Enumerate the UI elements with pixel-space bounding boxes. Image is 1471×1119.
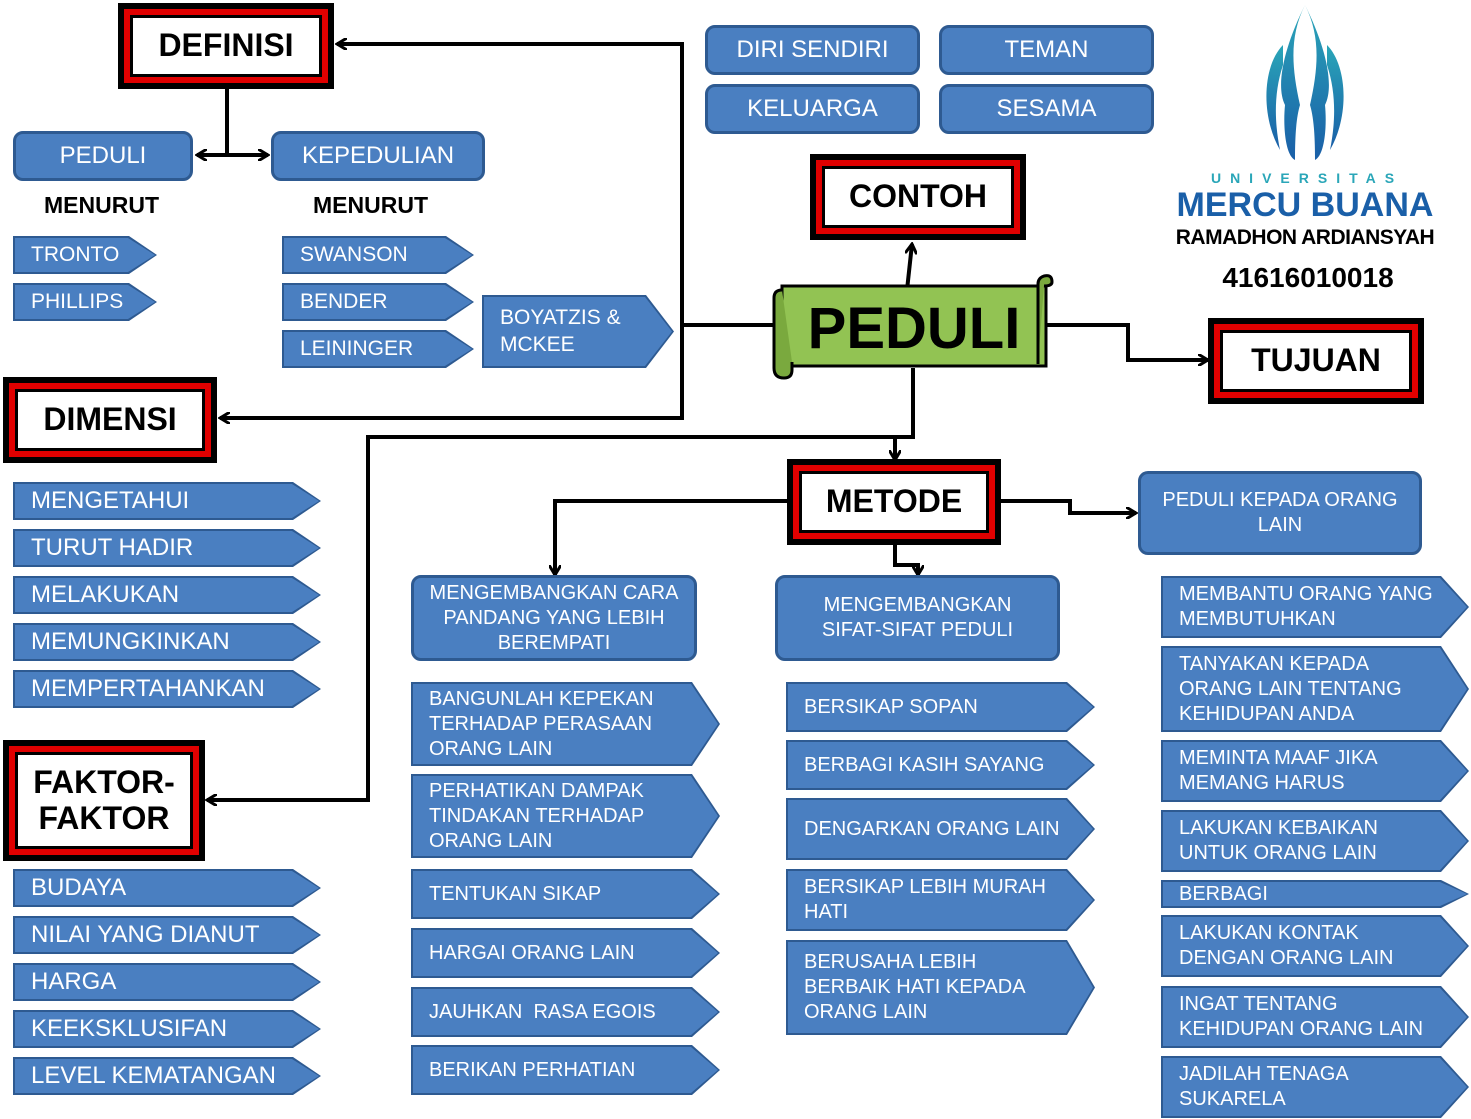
metode-col1-item: HARGAI ORANG LAIN	[411, 928, 720, 978]
metode-col2-item: BERBAGI KASIH SAYANG	[786, 740, 1095, 790]
metode-col3-item: JADILAH TENAGA SUKARELA	[1161, 1056, 1469, 1118]
faktor-item: LEVEL KEMATANGAN	[13, 1057, 321, 1095]
dimensi-item: MEMPERTAHANKAN	[13, 670, 321, 708]
contoh-title: CONTOH	[822, 166, 1014, 228]
dimensi-item: MENGETAHUI	[13, 482, 321, 520]
mercu-buana-logo-icon	[1255, 5, 1355, 165]
dimensi-item: TURUT HADIR	[13, 529, 321, 567]
metode-col3-item: LAKUKAN KONTAK DENGAN ORANG LAIN	[1161, 915, 1469, 977]
metode-col1-item: JAUHKAN RASA EGOIS	[411, 987, 720, 1037]
author-swanson: SWANSON	[282, 236, 474, 274]
menurut-label-left: MENURUT	[44, 192, 159, 219]
peduli-box: PEDULI	[13, 131, 193, 181]
author-nim: 41616010018	[1160, 262, 1456, 294]
dimensi-item: MEMUNGKINKAN	[13, 623, 321, 661]
metode-col2-header: MENGEMBANGKAN SIFAT-SIFAT PEDULI	[775, 575, 1060, 661]
metode-col3-item: INGAT TENTANG KEHIDUPAN ORANG LAIN	[1161, 986, 1469, 1048]
dimensi-item: MELAKUKAN	[13, 576, 321, 614]
metode-col3-item: BERBAGI	[1161, 880, 1469, 908]
logo-universitas: UNIVERSITAS	[1176, 170, 1438, 186]
faktor-item: HARGA	[13, 963, 321, 1001]
metode-col3-item: MEMBANTU ORANG YANG MEMBUTUHKAN	[1161, 576, 1469, 638]
metode-col1-item: TENTUKAN SIKAP	[411, 869, 720, 919]
contoh-diri-sendiri: DIRI SENDIRI	[705, 25, 920, 75]
metode-col2-item: BERSIKAP LEBIH MURAH HATI	[786, 869, 1095, 931]
metode-col2-item: BERSIKAP SOPAN	[786, 682, 1095, 732]
logo-name: MERCU BUANA	[1160, 186, 1450, 225]
faktor-item: BUDAYA	[13, 869, 321, 907]
menurut-label-right: MENURUT	[313, 192, 428, 219]
metode-col3-item: LAKUKAN KEBAIKAN UNTUK ORANG LAIN	[1161, 810, 1469, 872]
author-name: RAMADHON ARDIANSYAH	[1150, 226, 1460, 250]
metode-col1-item: BERIKAN PERHATIAN	[411, 1045, 720, 1095]
contoh-keluarga: KELUARGA	[705, 84, 920, 134]
tujuan-heading: TUJUAN	[1208, 318, 1424, 404]
tujuan-title: TUJUAN	[1220, 330, 1412, 392]
metode-col1-header: MENGEMBANGKAN CARA PANDANG YANG LEBIH BE…	[411, 575, 697, 661]
center-title: PEDULI	[782, 288, 1046, 368]
contoh-sesama: SESAMA	[939, 84, 1154, 134]
definisi-title: DEFINISI	[130, 15, 322, 77]
author-tronto: TRONTO	[13, 236, 157, 274]
faktor-item: KEEKSKLUSIFAN	[13, 1010, 321, 1048]
definisi-heading: DEFINISI	[118, 3, 334, 89]
metode-col3-item: MEMINTA MAAF JIKA MEMANG HARUS	[1161, 740, 1469, 802]
metode-heading: METODE	[787, 459, 1001, 545]
metode-title: METODE	[799, 471, 989, 533]
contoh-heading: CONTOH	[810, 154, 1026, 240]
faktor-heading: FAKTOR-FAKTOR	[3, 740, 205, 861]
metode-col1-item: PERHATIKAN DAMPAK TINDAKAN TERHADAP ORAN…	[411, 774, 720, 858]
faktor-title: FAKTOR-FAKTOR	[15, 752, 193, 849]
dimensi-title: DIMENSI	[15, 389, 205, 451]
dimensi-heading: DIMENSI	[3, 377, 217, 463]
author-boyatzis-mckee: BOYATZIS & MCKEE	[482, 295, 674, 368]
metode-col2-item: DENGARKAN ORANG LAIN	[786, 798, 1095, 860]
metode-col1-item: BANGUNLAH KEPEKAN TERHADAP PERASAAN ORAN…	[411, 682, 720, 766]
metode-col2-item: BERUSAHA LEBIH BERBAIK HATI KEPADA ORANG…	[786, 940, 1095, 1035]
author-phillips: PHILLIPS	[13, 283, 157, 321]
contoh-teman: TEMAN	[939, 25, 1154, 75]
author-leininger: LEININGER	[282, 330, 474, 368]
author-bender: BENDER	[282, 283, 474, 321]
metode-col3-item: TANYAKAN KEPADA ORANG LAIN TENTANG KEHID…	[1161, 646, 1469, 732]
metode-col3-header: PEDULI KEPADA ORANG LAIN	[1138, 471, 1422, 555]
faktor-item: NILAI YANG DIANUT	[13, 916, 321, 954]
kepedulian-box: KEPEDULIAN	[271, 131, 485, 181]
